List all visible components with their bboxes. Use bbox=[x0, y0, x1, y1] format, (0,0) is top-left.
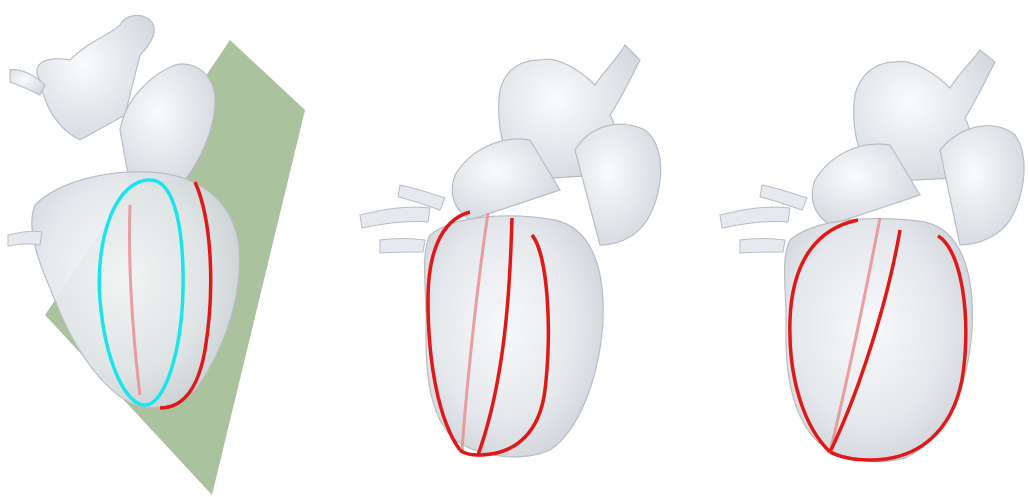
great-vessels bbox=[452, 45, 660, 245]
great-vessels bbox=[812, 50, 1024, 245]
panel-left bbox=[8, 15, 305, 495]
panel-middle bbox=[360, 45, 661, 457]
panel-right bbox=[720, 50, 1024, 461]
heart-body bbox=[425, 216, 604, 457]
vessel-left-branch bbox=[8, 231, 42, 246]
great-vessels bbox=[10, 15, 215, 185]
